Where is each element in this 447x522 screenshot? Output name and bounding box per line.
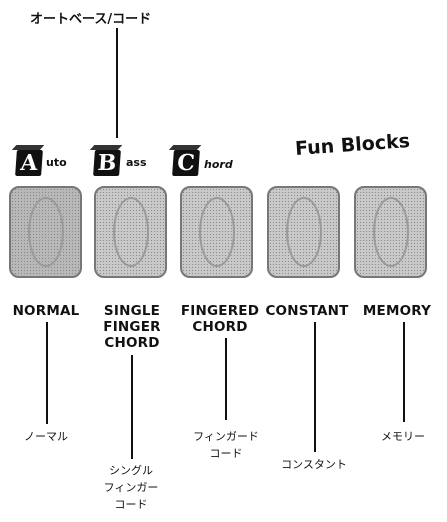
single-finger-leader-line bbox=[131, 355, 133, 459]
single-finger-chord-label: SINGLE FINGER CHORD bbox=[92, 303, 172, 351]
block-letter-b: B bbox=[93, 150, 121, 176]
normal-label: NORMAL bbox=[6, 303, 86, 319]
fingered-chord-leader-line bbox=[225, 338, 227, 420]
fingered-chord-japanese-label: フィンガード コード bbox=[183, 428, 269, 462]
memory-label: MEMORY bbox=[356, 303, 438, 319]
constant-leader-line bbox=[314, 322, 316, 452]
header-row: A uto B ass C hord Fun Blocks bbox=[10, 138, 447, 183]
normal-japanese-label: ノーマル bbox=[16, 428, 76, 445]
memory-japanese-label: メモリー bbox=[370, 428, 436, 445]
chord-suffix: hord bbox=[204, 158, 233, 171]
normal-leader-line bbox=[46, 322, 48, 424]
constant-label: CONSTANT bbox=[262, 303, 352, 319]
memory-leader-line bbox=[403, 322, 405, 422]
single-finger-chord-japanese-label: シングル フィンガー コード bbox=[96, 462, 166, 513]
memory-button[interactable] bbox=[354, 186, 427, 278]
auto-suffix: uto bbox=[46, 156, 67, 169]
auto-bass-chord-leader-line bbox=[116, 28, 118, 138]
fingered-chord-label: FINGERED CHORD bbox=[176, 303, 264, 335]
block-letter-a: A bbox=[15, 150, 43, 176]
auto-bass-chord-japanese-label: オートベース/コード bbox=[30, 8, 151, 27]
fingered-chord-button[interactable] bbox=[180, 186, 253, 278]
block-letter-c: C bbox=[172, 150, 200, 176]
constant-button[interactable] bbox=[267, 186, 340, 278]
normal-button[interactable] bbox=[9, 186, 82, 278]
constant-japanese-label: コンスタント bbox=[270, 456, 358, 473]
bass-suffix: ass bbox=[126, 156, 147, 169]
fun-blocks-title: Fun Blocks bbox=[294, 130, 410, 160]
single-finger-chord-button[interactable] bbox=[94, 186, 167, 278]
